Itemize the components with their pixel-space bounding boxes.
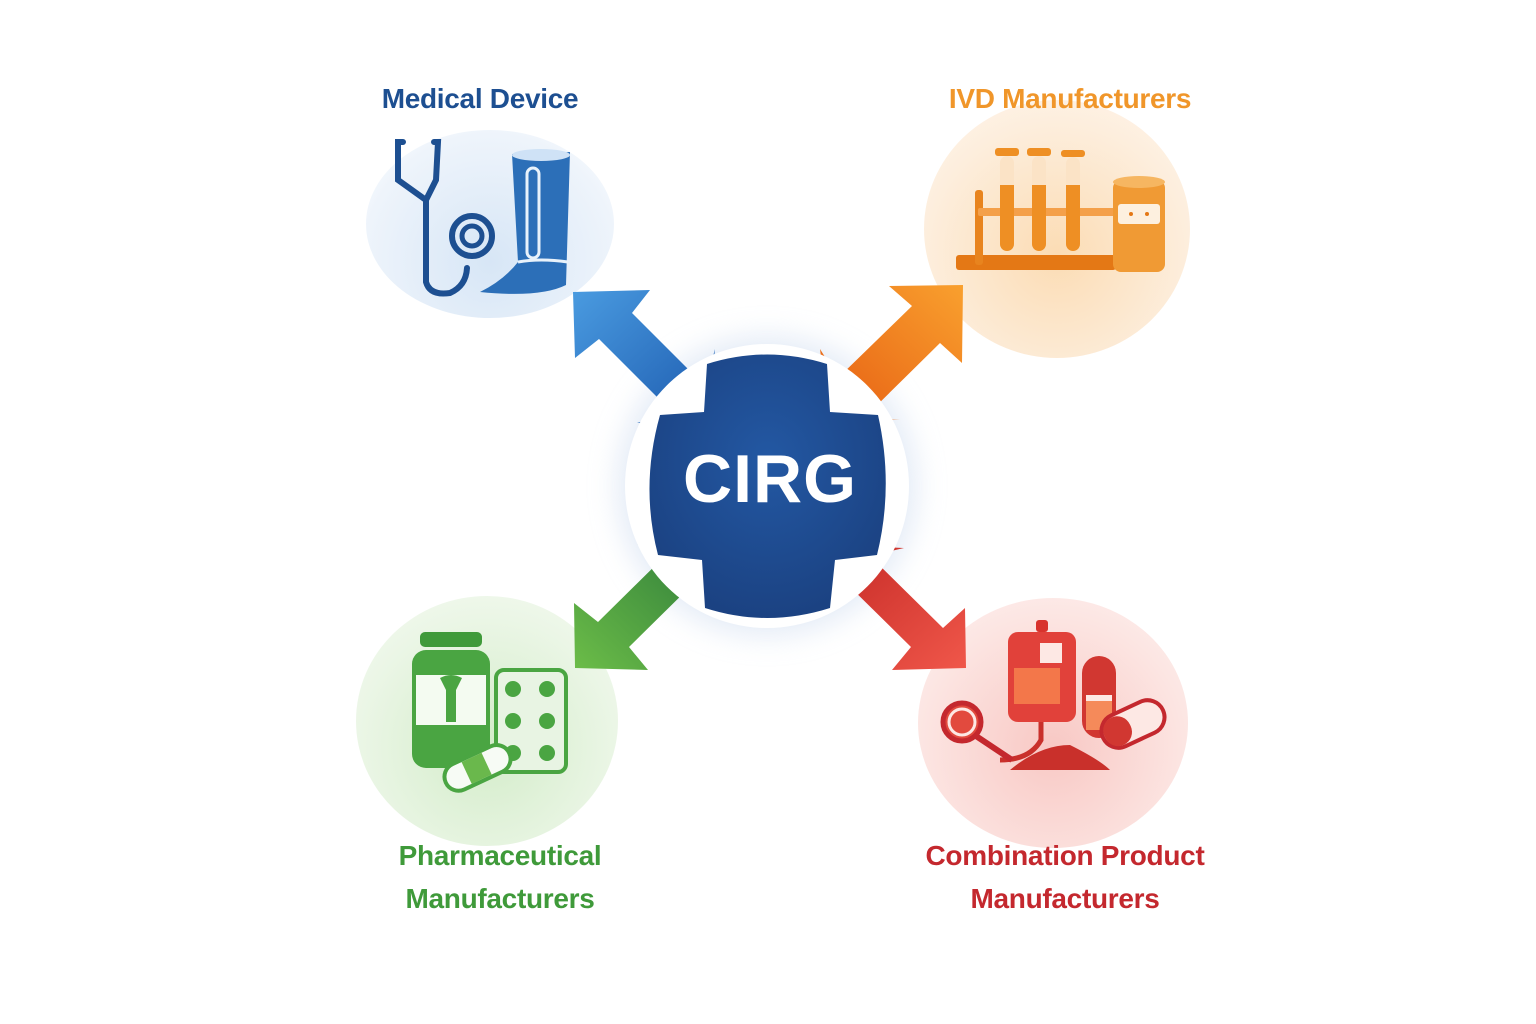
ivd-label-line: IVD Manufacturers bbox=[948, 83, 1192, 114]
medical-device-label-line: Medical Device bbox=[381, 83, 579, 114]
stethoscope-icon bbox=[395, 139, 495, 297]
pills-icon bbox=[1082, 656, 1167, 750]
capsule-icon bbox=[442, 743, 513, 793]
hub-shape bbox=[649, 354, 886, 618]
combination-label-line-2: Manufacturers bbox=[970, 883, 1160, 914]
combination-label-line-1: Combination Product bbox=[925, 840, 1205, 871]
leg-brace-icon bbox=[480, 149, 570, 294]
combination-label: Combination Product Manufacturers bbox=[895, 834, 1235, 920]
stethoscope-head-icon bbox=[940, 700, 1014, 763]
medical-device-label: Medical Device bbox=[340, 77, 620, 120]
pharma-label-line-2: Manufacturers bbox=[405, 883, 595, 914]
test-tubes-icon bbox=[956, 148, 1165, 272]
pharma-label: Pharmaceutical Manufacturers bbox=[345, 834, 655, 920]
blister-pack-icon bbox=[494, 668, 568, 774]
hub-label: CIRG bbox=[683, 441, 857, 517]
iv-bag-icon bbox=[999, 620, 1110, 770]
pill-bottle-icon bbox=[412, 632, 490, 768]
ivd-label: IVD Manufacturers bbox=[900, 77, 1240, 120]
pharma-label-line-1: Pharmaceutical bbox=[398, 840, 602, 871]
